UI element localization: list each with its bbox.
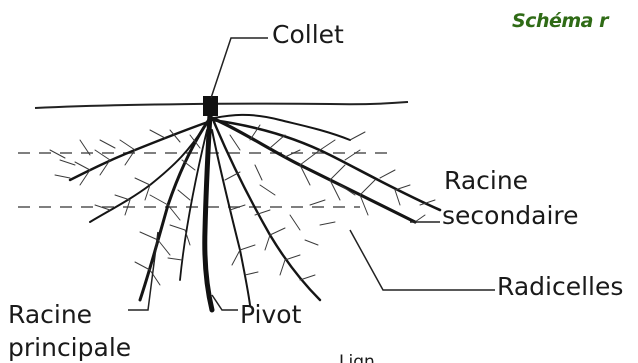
label-racine-principale-line2: principale (8, 335, 131, 360)
label-racine-secondaire-line1: Racine (444, 168, 528, 193)
leader-radicelles (350, 230, 495, 290)
label-racine-secondaire-line2: secondaire (442, 203, 579, 228)
leader-collet (211, 38, 268, 98)
diagram-title: Schéma r (512, 10, 608, 32)
soil-surface-line (35, 102, 408, 108)
label-racine-principale-line1: Racine (8, 302, 92, 327)
cut-off-label: Lign (339, 351, 375, 363)
pivot-root (205, 114, 212, 310)
label-pivot: Pivot (240, 302, 301, 327)
leader-pivot (212, 295, 238, 310)
leader-racine-principale (128, 232, 158, 310)
label-collet: Collet (272, 22, 344, 47)
leader-lines (128, 38, 495, 310)
label-radicelles: Radicelles (497, 274, 623, 299)
